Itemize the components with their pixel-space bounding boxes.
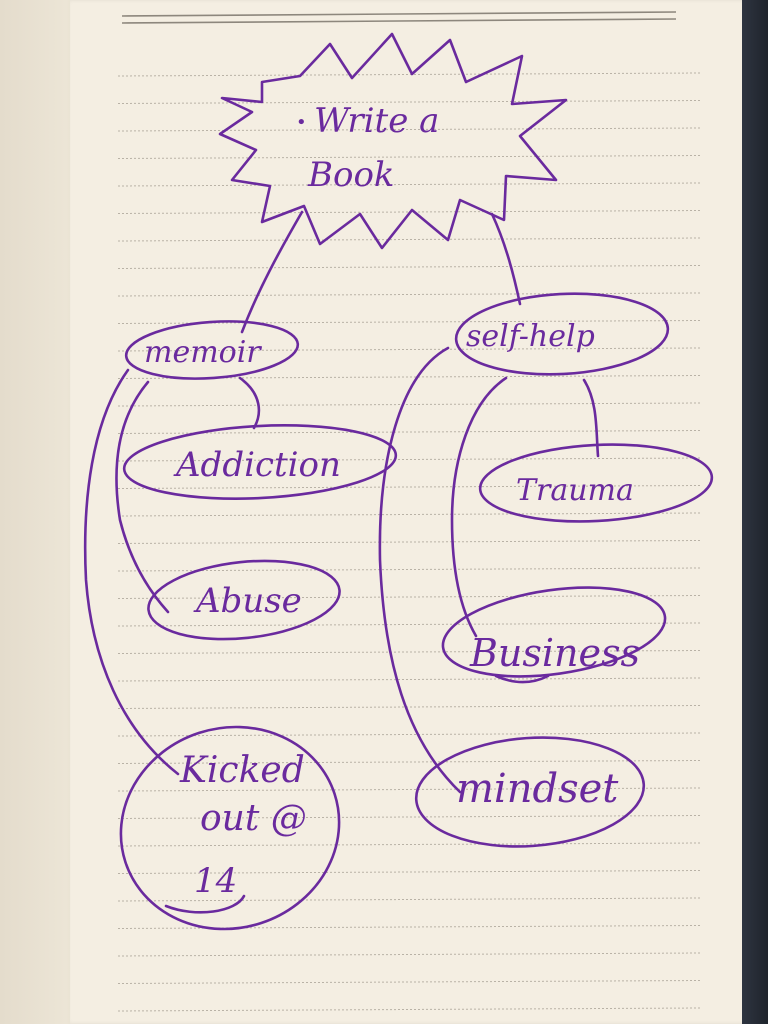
mindset-node-outline [414, 736, 646, 848]
ruled-lines [117, 72, 701, 1012]
ruled-line [117, 237, 701, 242]
connector-selfhelp-trauma [582, 378, 600, 458]
ruled-line [117, 732, 701, 737]
connector-central-memoir [240, 210, 304, 334]
addiction-label: Addiction [173, 445, 341, 485]
ruled-line [117, 650, 701, 654]
ruled-line [117, 457, 701, 462]
central-bullet: • [296, 112, 307, 133]
ruled-line [117, 677, 701, 682]
ruled-line [117, 402, 701, 407]
mindset-label: mindset [456, 766, 619, 812]
ruled-line [117, 980, 701, 984]
trauma-node-outline [478, 443, 714, 523]
business-node-outline [441, 586, 667, 678]
ruled-line [117, 210, 701, 214]
selfhelp-node-outline [454, 292, 670, 376]
connector-memoir-abuse [115, 380, 170, 614]
kicked-out-label-line3: 14 [194, 861, 237, 901]
ruled-line [117, 787, 701, 792]
ruled-line [117, 705, 701, 709]
ruled-line [117, 897, 701, 902]
connector-memoir-addiction [238, 376, 261, 430]
ruled-line [117, 485, 701, 489]
ruled-line [117, 100, 701, 104]
central-title-line1: Write a [314, 101, 439, 141]
header-line-top [121, 11, 677, 17]
ruled-line [117, 952, 701, 957]
header-line-bottom [121, 18, 677, 24]
notebook-paper [70, 0, 758, 1024]
connector-selfhelp-mindset [378, 346, 462, 794]
ruled-line [117, 540, 701, 544]
business-label: Business [469, 631, 640, 675]
ruled-line [117, 567, 701, 572]
ruled-line [117, 760, 701, 764]
ruled-line [117, 127, 701, 132]
ruled-line [117, 72, 701, 77]
ruled-line [117, 430, 701, 434]
abuse-node-outline [147, 559, 341, 641]
connector-selfhelp-business [450, 376, 508, 638]
memoir-label: memoir [144, 335, 262, 370]
kicked-out-label-line2: out @ [200, 798, 307, 839]
connector-central-selfhelp [490, 212, 522, 306]
ruled-line [117, 182, 701, 187]
kicked-out-node-outline [119, 725, 341, 931]
ruled-line [117, 622, 701, 627]
ruled-line [117, 595, 701, 599]
abuse-label: Abuse [193, 581, 302, 621]
central-title-line2: Book [307, 155, 395, 195]
connector-memoir-kicked [83, 368, 180, 776]
addiction-node-outline [122, 424, 398, 500]
memoir-node-outline [124, 320, 300, 380]
central-burst-shape [218, 32, 568, 250]
ruled-line [117, 292, 701, 297]
notebook-cover [742, 0, 768, 1024]
selfhelp-label: self-help [466, 319, 595, 354]
ruled-line [117, 870, 701, 874]
ruled-line [117, 155, 701, 159]
ruled-line [117, 512, 701, 517]
ruled-line [117, 347, 701, 352]
ruled-line [117, 1007, 701, 1012]
business-underline [494, 674, 550, 684]
ruled-line [117, 265, 701, 269]
kicked-out-label-line1: Kicked [179, 750, 305, 791]
kicked-underline-curl [164, 894, 246, 914]
ruled-line [117, 842, 701, 847]
trauma-label: Trauma [516, 473, 634, 508]
ruled-line [117, 815, 701, 819]
